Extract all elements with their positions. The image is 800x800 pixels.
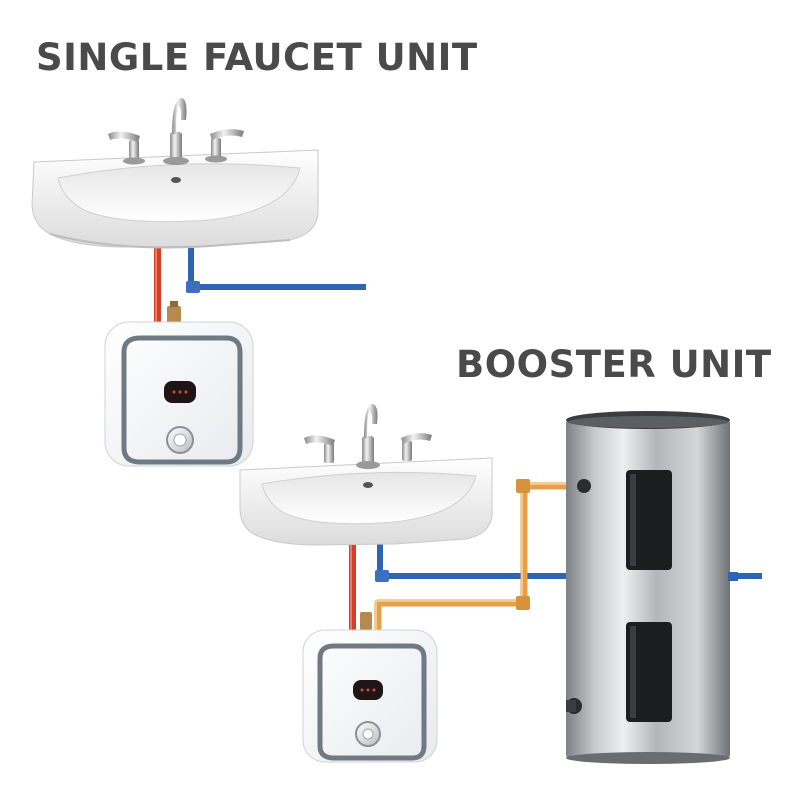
single-faucet-unit bbox=[31, 98, 366, 467]
tank-upper-access-panel bbox=[626, 470, 672, 570]
single-faucet-unit-title: SINGLE FAUCET UNIT bbox=[36, 36, 478, 79]
left-handle-stem bbox=[129, 140, 139, 160]
faucet-spout-flange bbox=[163, 157, 189, 165]
booster-unit-faucet bbox=[304, 404, 432, 469]
cold-water-pipe bbox=[188, 248, 366, 290]
booster-faucet-spout-base bbox=[362, 436, 374, 464]
cold-pipe-elbow-fitting bbox=[186, 281, 200, 293]
left-handle-flange bbox=[123, 157, 145, 165]
display-indicator-3 bbox=[184, 390, 188, 394]
right-handle-stem bbox=[211, 138, 221, 158]
booster-right-handle-stem bbox=[402, 441, 412, 461]
sink-front-shadow bbox=[49, 233, 291, 249]
single-unit-pipes bbox=[154, 248, 366, 326]
booster-point-of-use-heater bbox=[302, 629, 438, 763]
booster-unit-title: BOOSTER UNIT bbox=[456, 343, 772, 386]
temperature-knob-center bbox=[173, 433, 187, 447]
tank-drain-valve-stem bbox=[566, 700, 576, 712]
booster-display-indicator-1 bbox=[360, 688, 364, 692]
booster-heater-trim bbox=[317, 643, 427, 761]
tank-cold-inlet bbox=[728, 572, 738, 581]
hot-water-pipe-highlight bbox=[155, 248, 157, 326]
booster-hot-water-pipe bbox=[349, 540, 356, 634]
booster-cold-pipe-elbow bbox=[375, 570, 389, 582]
display-indicator-2 bbox=[178, 390, 182, 394]
tank-lower-access-panel bbox=[626, 622, 672, 722]
booster-unit-sink bbox=[239, 457, 493, 546]
sink-drain bbox=[171, 177, 181, 183]
booster-sink-drain bbox=[363, 482, 373, 488]
tank-body bbox=[566, 418, 730, 760]
right-handle-lever bbox=[210, 129, 244, 140]
booster-display-indicator-2 bbox=[366, 688, 370, 692]
booster-right-handle-lever bbox=[401, 433, 432, 444]
right-handle-flange bbox=[205, 155, 227, 163]
booster-unit bbox=[239, 404, 762, 764]
preheated-pipe-elbow-low bbox=[516, 596, 530, 610]
preheated-pipe-elbow-high bbox=[516, 479, 530, 493]
tank-top-rim bbox=[568, 416, 728, 428]
booster-faucet-flange bbox=[356, 461, 380, 469]
tank-upper-panel-sheen bbox=[630, 474, 636, 566]
booster-shutoff-valve bbox=[360, 612, 372, 630]
booster-sink-bowl bbox=[261, 471, 477, 525]
tank-lower-panel-sheen bbox=[630, 626, 636, 718]
display-indicator-1 bbox=[172, 390, 176, 394]
left-handle-lever bbox=[108, 131, 140, 142]
booster-temperature-knob-center bbox=[362, 728, 374, 740]
tank-water-heater bbox=[566, 411, 738, 764]
heater-trim bbox=[121, 335, 243, 465]
faucet-spout-base bbox=[170, 132, 182, 160]
faucet-spout bbox=[172, 98, 187, 134]
shutoff-valve-cap bbox=[170, 301, 178, 307]
booster-hot-pipe-highlight bbox=[350, 540, 352, 634]
single-unit-sink bbox=[31, 149, 319, 249]
single-unit-water-heater bbox=[104, 321, 254, 467]
tank-hot-outlet bbox=[577, 479, 591, 493]
hot-water-pipe bbox=[154, 248, 161, 326]
tank-bottom-rim bbox=[566, 752, 730, 764]
booster-faucet-spout bbox=[364, 404, 378, 438]
booster-left-handle-stem bbox=[324, 443, 334, 463]
booster-display-indicator-3 bbox=[372, 688, 376, 692]
single-unit-faucet bbox=[108, 98, 244, 165]
booster-left-handle-lever bbox=[304, 435, 335, 446]
shutoff-valve bbox=[167, 306, 181, 324]
